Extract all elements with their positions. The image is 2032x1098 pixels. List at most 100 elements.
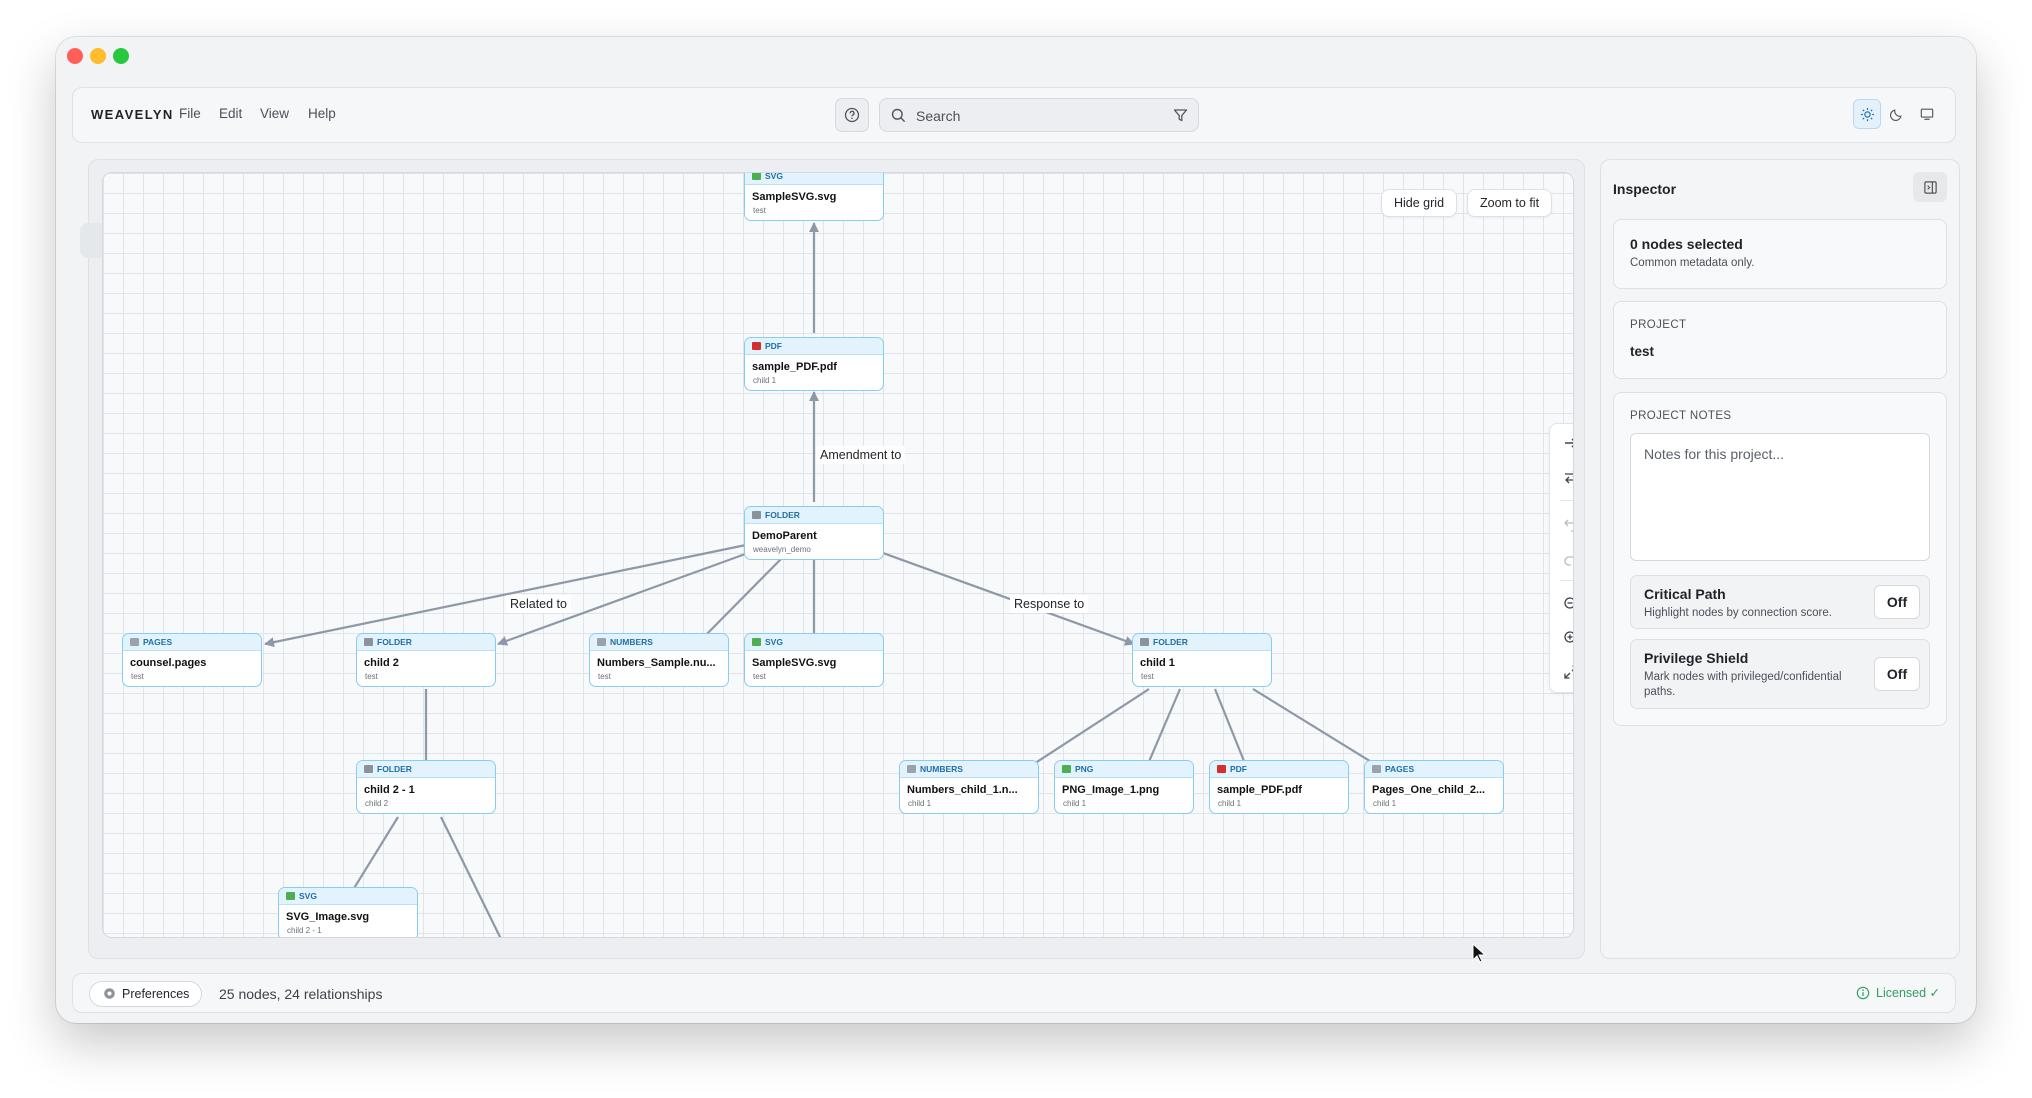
zoom-to-fit-button[interactable]: Zoom to fit (1467, 189, 1553, 217)
zoom-out-button[interactable] (1561, 594, 1573, 614)
privilege-shield-desc: Mark nodes with privileged/confidential … (1644, 671, 1842, 698)
edge-child1-to-png[interactable] (1143, 688, 1182, 772)
theme-switcher (1853, 99, 1941, 129)
help-button[interactable] (835, 98, 869, 132)
privilege-shield-title: Privilege Shield (1644, 650, 1749, 666)
graph-canvas[interactable]: Amendment to Related to Response to SVG … (102, 172, 1574, 938)
edge-child21-offscreen[interactable] (440, 816, 502, 938)
hide-grid-button[interactable]: Hide grid (1381, 189, 1458, 217)
gear-icon (104, 988, 115, 999)
graph-node[interactable]: PNG PNG_Image_1.png child 1 (1054, 760, 1194, 814)
node-subtitle: test (753, 672, 766, 681)
minimize-window-button[interactable] (90, 48, 106, 64)
menu-help[interactable]: Help (308, 106, 336, 121)
folder-icon (1140, 638, 1149, 646)
expand-icon (1564, 665, 1573, 679)
node-subtitle: child 2 - 1 (287, 926, 322, 935)
license-label: Licensed ✓ (1876, 986, 1940, 1000)
moon-icon (1890, 109, 1902, 121)
edge-child1-to-pages[interactable] (1252, 688, 1387, 772)
close-window-button[interactable] (67, 48, 83, 64)
filter-icon[interactable] (1173, 108, 1188, 123)
pdf-file-icon (1217, 765, 1226, 773)
redo-button[interactable] (1561, 548, 1573, 568)
selection-hint: Common metadata only. (1630, 257, 1755, 269)
project-notes-card: PROJECT NOTES Notes for this project... … (1613, 392, 1947, 726)
dark-theme-button[interactable] (1883, 99, 1911, 129)
graph-node[interactable]: PDF sample_PDF.pdf child 1 (744, 337, 884, 391)
graph-node[interactable]: PAGES Pages_One_child_2... child 1 (1364, 760, 1504, 814)
graph-node[interactable]: PAGES counsel.pages test (122, 633, 262, 687)
node-subtitle: test (753, 206, 766, 215)
status-bar: Preferences 25 nodes, 24 relationships L… (72, 973, 1956, 1013)
edge-child21-to-svgimage[interactable] (347, 816, 399, 899)
graph-node[interactable]: NUMBERS Numbers_child_1.n... child 1 (899, 760, 1039, 814)
zoom-out-icon (1564, 597, 1573, 609)
graph-node[interactable]: FOLDER DemoParent weavelyn_demo (744, 506, 884, 560)
node-subtitle: child 2 (365, 799, 389, 808)
node-name: sample_PDF.pdf (1217, 784, 1302, 796)
graph-node[interactable]: FOLDER child 1 test (1132, 633, 1272, 687)
toggle-inspector-button[interactable] (1913, 172, 1947, 202)
preferences-button[interactable]: Preferences (89, 981, 203, 1007)
edge-label-amendment: Amendment to (816, 446, 906, 464)
node-name: counsel.pages (130, 657, 207, 669)
edge-label-response: Response to (1010, 595, 1089, 613)
node-subtitle: child 1 (1063, 799, 1087, 808)
undo-button[interactable] (1561, 514, 1573, 534)
node-name: child 2 (364, 657, 399, 669)
menu-view[interactable]: View (260, 106, 290, 121)
numbers-file-icon (907, 765, 916, 773)
graph-node[interactable]: SVG SampleSVG.svg test (744, 633, 884, 687)
system-theme-button[interactable] (1913, 99, 1941, 129)
menu-edit[interactable]: Edit (219, 106, 243, 121)
edge-child1-to-numbers[interactable] (1022, 688, 1150, 772)
node-name: DemoParent (752, 530, 817, 542)
light-theme-button[interactable] (1853, 99, 1881, 129)
graph-node[interactable]: SVG SampleSVG.svg test (744, 173, 884, 221)
redo-icon (1564, 556, 1573, 566)
svg-file-icon (286, 892, 295, 900)
critical-path-setting: Critical Path Highlight nodes by connect… (1630, 575, 1930, 629)
graph-edges (264, 222, 1387, 938)
license-status: Licensed ✓ (1856, 985, 1940, 1000)
edge-label-related: Related to (506, 595, 571, 613)
node-subtitle: test (365, 672, 378, 681)
edge-parent-to-child1[interactable] (882, 551, 1135, 646)
zoom-window-button[interactable] (113, 48, 129, 64)
graph-node[interactable]: FOLDER child 2 - 1 child 2 (356, 760, 496, 814)
critical-path-toggle[interactable]: Off (1874, 585, 1920, 619)
zoom-in-icon (1564, 631, 1573, 643)
folder-icon (364, 765, 373, 773)
privilege-shield-toggle[interactable]: Off (1874, 657, 1920, 691)
zoom-in-button[interactable] (1561, 628, 1573, 648)
node-name: PNG_Image_1.png (1062, 784, 1160, 796)
node-name: child 2 - 1 (364, 784, 415, 796)
graph-node[interactable]: NUMBERS Numbers_Sample.nu... test (589, 633, 729, 687)
node-subtitle: test (1141, 672, 1154, 681)
edge-parent-to-child2[interactable] (497, 551, 749, 646)
info-icon (1856, 986, 1870, 999)
graph-node[interactable]: PDF sample_PDF.pdf child 1 (1209, 760, 1349, 814)
search-input[interactable]: Search (916, 108, 961, 124)
project-notes-textarea[interactable]: Notes for this project... (1630, 433, 1930, 561)
node-subtitle: child 1 (753, 376, 777, 385)
critical-path-desc: Highlight nodes by connection score. (1644, 607, 1832, 619)
fullscreen-button[interactable] (1561, 662, 1573, 682)
edge-child1-to-pdf[interactable] (1213, 688, 1250, 772)
edge-parent-to-numbers[interactable] (696, 558, 782, 645)
node-name: child 1 (1140, 657, 1175, 669)
search-box[interactable]: Search (879, 98, 1199, 132)
connect-tool[interactable] (1561, 433, 1573, 453)
monitor-icon (1920, 108, 1934, 120)
edge-parent-to-counsel[interactable] (264, 543, 747, 648)
menu-file[interactable]: File (179, 106, 201, 121)
sun-icon (1860, 107, 1874, 121)
preferences-label: Preferences (122, 987, 190, 1001)
project-value: test (1630, 344, 1655, 359)
question-icon (844, 107, 860, 123)
graph-node[interactable]: SVG SVG_Image.svg child 2 - 1 (278, 887, 418, 937)
graph-node[interactable]: FOLDER child 2 test (356, 633, 496, 687)
swap-direction-tool[interactable] (1561, 467, 1573, 487)
project-card: PROJECT test (1613, 301, 1947, 379)
